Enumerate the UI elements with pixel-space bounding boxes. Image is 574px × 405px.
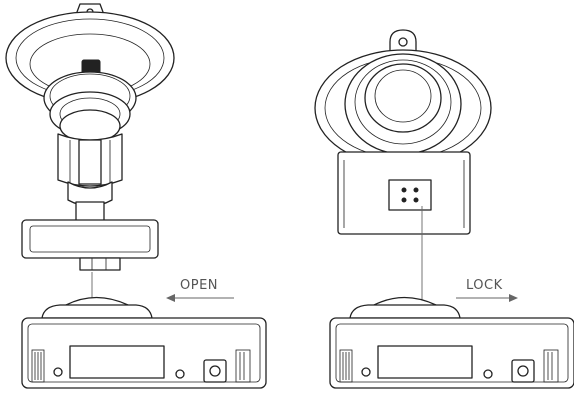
arrow-left-icon [166, 294, 234, 302]
suction-mount-open [5, 3, 175, 271]
arrow-right-icon [456, 294, 518, 302]
suction-mount-locked [314, 29, 492, 235]
open-label: OPEN [180, 278, 218, 293]
lock-label: LOCK [466, 278, 503, 293]
dashcam-right [329, 296, 574, 389]
open-indicator: OPEN [166, 278, 234, 302]
dashcam-left [21, 296, 267, 389]
lock-indicator: LOCK [456, 278, 518, 302]
